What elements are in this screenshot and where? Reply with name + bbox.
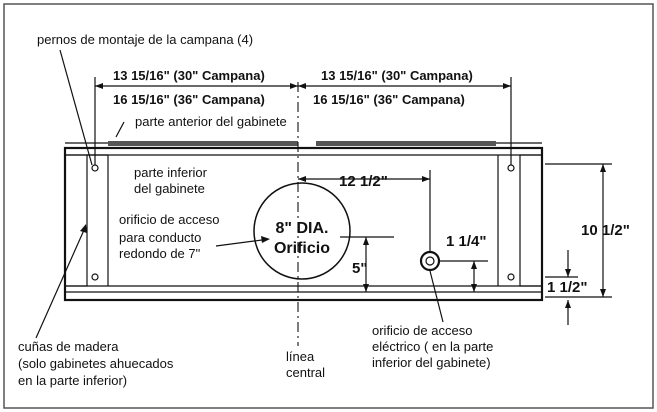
wood-cleats-label-2: (solo gabinetes ahuecados xyxy=(18,356,174,371)
right-dim-30: 13 15/16" (30" Campana) xyxy=(321,68,473,83)
duct-hole-dia-label: 8" DIA. xyxy=(276,220,329,237)
duct-hole xyxy=(253,182,351,280)
cabinet-bottom-label-1: parte inferior xyxy=(134,165,208,180)
electrical-label-3: inferior del gabinete) xyxy=(372,355,491,370)
bolt-bottom-right xyxy=(507,273,515,281)
cabinet-front-label: parte anterior del gabinete xyxy=(135,114,287,129)
wood-cleats-label-1: cuñas de madera xyxy=(18,339,119,354)
electrical-label-2: eléctrico ( en la parte xyxy=(372,339,493,354)
electrical-hole xyxy=(419,250,441,272)
dim-1-quarter-label: 1 1/4" xyxy=(446,233,486,250)
access-hole-label-2: para conducto xyxy=(119,230,201,245)
bolt-bottom-left xyxy=(91,273,99,281)
left-width-dimension xyxy=(94,77,298,165)
bolts-leader-left xyxy=(59,49,93,166)
right-width-dimension xyxy=(298,77,512,165)
cabinet-bottom-label-2: del gabinete xyxy=(134,181,205,196)
dim-5 xyxy=(340,236,394,292)
duct-hole-word-label: Orificio xyxy=(274,240,330,257)
dim-1-half-label: 1 1/2" xyxy=(547,279,587,296)
cabinet-front-leader xyxy=(115,121,125,138)
access-hole-leader xyxy=(215,236,270,247)
dim-1-half xyxy=(545,250,578,325)
outer-frame xyxy=(3,3,654,409)
cabinet-body xyxy=(63,146,544,302)
wood-cleats-leader xyxy=(35,224,87,339)
dim-5-label: 5" xyxy=(352,260,367,277)
mounting-bolts-label: pernos de montaje de la campana (4) xyxy=(37,32,253,47)
dim-12-half-label: 12 1/2" xyxy=(339,173,388,190)
dim-12-half xyxy=(298,170,431,252)
centerline-label-2: central xyxy=(286,365,325,380)
access-hole-label-3: redondo de 7" xyxy=(119,246,201,261)
electrical-label-1: orificio de acceso xyxy=(372,323,472,338)
dim-10-half-label: 10 1/2" xyxy=(581,222,630,239)
mounting-bolts xyxy=(91,164,515,281)
left-dim-36: 16 15/16" (36" Campana) xyxy=(113,92,265,107)
centerline-label-1: línea xyxy=(286,349,315,364)
bolt-top-left xyxy=(91,164,99,172)
dim-1-quarter xyxy=(440,260,488,292)
electrical-leader xyxy=(429,270,444,323)
right-dim-36: 16 15/16" (36" Campana) xyxy=(313,92,465,107)
wood-cleats-label-3: en la parte inferior) xyxy=(18,373,127,388)
access-hole-label-1: orificio de acceso xyxy=(119,212,219,227)
bolt-top-right xyxy=(507,164,515,172)
left-dim-30: 13 15/16" (30" Campana) xyxy=(113,68,265,83)
dim-10-half xyxy=(545,163,612,298)
